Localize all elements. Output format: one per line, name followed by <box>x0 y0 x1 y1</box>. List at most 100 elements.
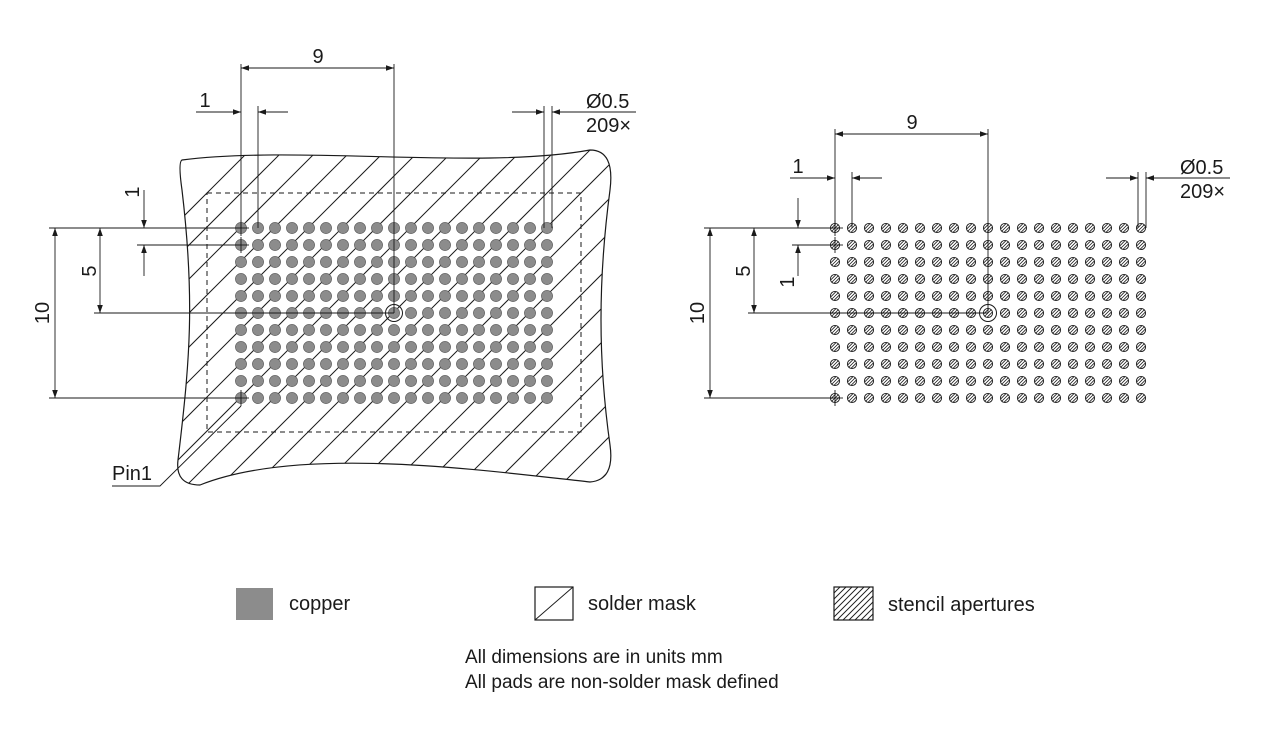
dim-left-top-1: 1 <box>196 90 288 228</box>
copper-pad <box>303 290 315 302</box>
stencil-aperture <box>1016 222 1028 234</box>
copper-pad <box>286 222 298 234</box>
stencil-aperture <box>1050 358 1062 370</box>
stencil-aperture <box>1016 256 1028 268</box>
stencil-aperture <box>1067 273 1079 285</box>
stencil-aperture <box>1101 290 1113 302</box>
stencil-aperture <box>1135 375 1147 387</box>
stencil-aperture <box>829 324 841 336</box>
copper-pad <box>439 341 451 353</box>
copper-pad <box>490 358 502 370</box>
copper-pad <box>320 324 332 336</box>
copper-pad <box>473 222 485 234</box>
copper-pad <box>286 341 298 353</box>
copper-pad <box>371 358 383 370</box>
stencil-aperture <box>1033 290 1045 302</box>
copper-pad <box>235 341 247 353</box>
stencil-aperture <box>897 358 909 370</box>
stencil-aperture <box>999 239 1011 251</box>
copper-pad <box>439 273 451 285</box>
stencil-aperture <box>863 222 875 234</box>
copper-pad <box>337 341 349 353</box>
copper-pad <box>439 290 451 302</box>
copper-pad <box>371 375 383 387</box>
ball-diameter-label: Ø0.5 <box>1180 157 1223 179</box>
stencil-aperture <box>1067 256 1079 268</box>
copper-pad <box>405 341 417 353</box>
stencil-aperture <box>914 375 926 387</box>
stencil-aperture <box>1084 375 1096 387</box>
stencil-aperture <box>880 324 892 336</box>
stencil-aperture <box>829 375 841 387</box>
copper-pad <box>422 341 434 353</box>
copper-pad <box>507 324 519 336</box>
stencil-aperture <box>1084 307 1096 319</box>
stencil-aperture <box>999 307 1011 319</box>
stencil-aperture <box>897 375 909 387</box>
stencil-aperture <box>914 392 926 404</box>
stencil-aperture <box>1033 256 1045 268</box>
stencil-aperture <box>829 273 841 285</box>
stencil-aperture <box>863 375 875 387</box>
copper-pad <box>371 290 383 302</box>
stencil-aperture <box>931 239 943 251</box>
dim-label: 5 <box>79 265 101 276</box>
stencil-aperture <box>1118 324 1130 336</box>
copper-pad <box>439 324 451 336</box>
stencil-aperture <box>931 290 943 302</box>
stencil-aperture <box>1084 256 1096 268</box>
copper-pad <box>286 273 298 285</box>
copper-pad <box>303 273 315 285</box>
stencil-aperture <box>999 392 1011 404</box>
stencil-aperture <box>1033 392 1045 404</box>
copper-pad <box>320 290 332 302</box>
copper-pad <box>320 341 332 353</box>
stencil-aperture <box>948 375 960 387</box>
stencil-aperture <box>914 256 926 268</box>
stencil-aperture <box>1084 392 1096 404</box>
stencil-aperture <box>1101 324 1113 336</box>
stencil-aperture <box>931 375 943 387</box>
copper-pad <box>422 392 434 404</box>
copper-pad <box>507 256 519 268</box>
stencil-aperture <box>1084 341 1096 353</box>
copper-pad <box>320 239 332 251</box>
copper-pad <box>490 256 502 268</box>
copper-pad <box>303 239 315 251</box>
copper-pad <box>507 307 519 319</box>
legend-label: solder mask <box>588 593 697 615</box>
copper-pad <box>490 222 502 234</box>
dim-label: 1 <box>122 186 144 197</box>
stencil-aperture <box>1118 290 1130 302</box>
stencil-aperture <box>982 375 994 387</box>
dim-label: 1 <box>199 90 210 112</box>
copper-pad <box>439 222 451 234</box>
copper-pad <box>354 239 366 251</box>
copper-pad <box>337 273 349 285</box>
stencil-aperture <box>999 222 1011 234</box>
copper-pad <box>354 358 366 370</box>
stencil-aperture <box>863 273 875 285</box>
stencil-aperture <box>1118 307 1130 319</box>
dim-left-side-5: 5 <box>79 228 394 314</box>
copper-pad <box>490 392 502 404</box>
stencil-aperture <box>846 239 858 251</box>
stencil-aperture <box>1033 324 1045 336</box>
stencil-aperture <box>914 222 926 234</box>
copper-pad <box>320 222 332 234</box>
stencil-aperture <box>982 392 994 404</box>
stencil-aperture <box>846 392 858 404</box>
ball-diameter-label: Ø0.5 <box>586 91 629 113</box>
copper-pad <box>337 290 349 302</box>
stencil-aperture <box>863 256 875 268</box>
stencil-aperture <box>880 392 892 404</box>
copper-pad <box>524 290 536 302</box>
stencil-aperture <box>1101 375 1113 387</box>
copper-pad <box>269 341 281 353</box>
stencil-aperture <box>829 256 841 268</box>
copper-pad <box>337 222 349 234</box>
stencil-aperture <box>1016 273 1028 285</box>
copper-pad <box>524 358 536 370</box>
stencil-aperture <box>846 375 858 387</box>
